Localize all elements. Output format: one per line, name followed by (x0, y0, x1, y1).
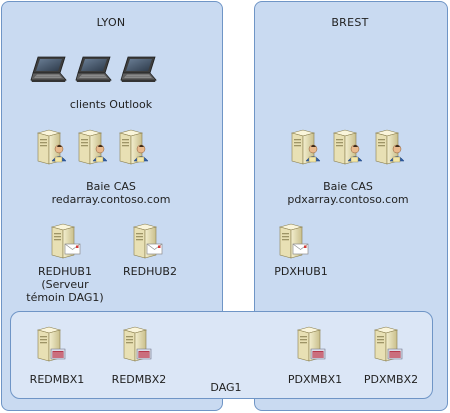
clients-outlook-label: clients Outlook (69, 98, 153, 111)
redmbx2-label: REDMBX2 (111, 373, 167, 386)
hub-transport-server-icon (48, 222, 82, 262)
mailbox-server-icon (371, 325, 405, 365)
mailbox-server-icon (120, 325, 154, 365)
lyon-cas-fqdn: redarray.contoso.com (51, 193, 171, 206)
pdxmbx1-label: PDXMBX1 (287, 373, 343, 386)
laptop-icon (74, 54, 114, 86)
mailbox-server-icon (294, 325, 328, 365)
client-access-server-icon (330, 128, 364, 168)
redmbx1-label: REDMBX1 (29, 373, 85, 386)
redhub2-label: REDHUB2 (123, 265, 177, 278)
client-access-server-icon (75, 128, 109, 168)
dag-boundary (10, 311, 433, 399)
redhub1-note-line2: témoin DAG1) (26, 291, 104, 304)
laptop-icon (119, 54, 159, 86)
redhub1-note-line1: (Serveur (41, 278, 89, 291)
dag-label: DAG1 (210, 381, 242, 394)
client-access-server-icon (372, 128, 406, 168)
redhub1-label: REDHUB1 (38, 265, 92, 278)
lyon-cas-label: Baie CAS (86, 180, 136, 193)
hub-transport-server-icon (130, 222, 164, 262)
client-access-server-icon (34, 128, 68, 168)
client-access-server-icon (116, 128, 150, 168)
pdxmbx2-label: PDXMBX2 (363, 373, 419, 386)
site-lyon-title: LYON (96, 16, 126, 29)
brest-cas-label: Baie CAS (323, 180, 373, 193)
pdxhub1-label: PDXHUB1 (274, 265, 328, 278)
brest-cas-fqdn: pdxarray.contoso.com (287, 193, 409, 206)
client-access-server-icon (288, 128, 322, 168)
mailbox-server-icon (34, 325, 68, 365)
hub-transport-server-icon (276, 222, 310, 262)
site-brest-title: BREST (331, 16, 369, 29)
laptop-icon (29, 54, 69, 86)
